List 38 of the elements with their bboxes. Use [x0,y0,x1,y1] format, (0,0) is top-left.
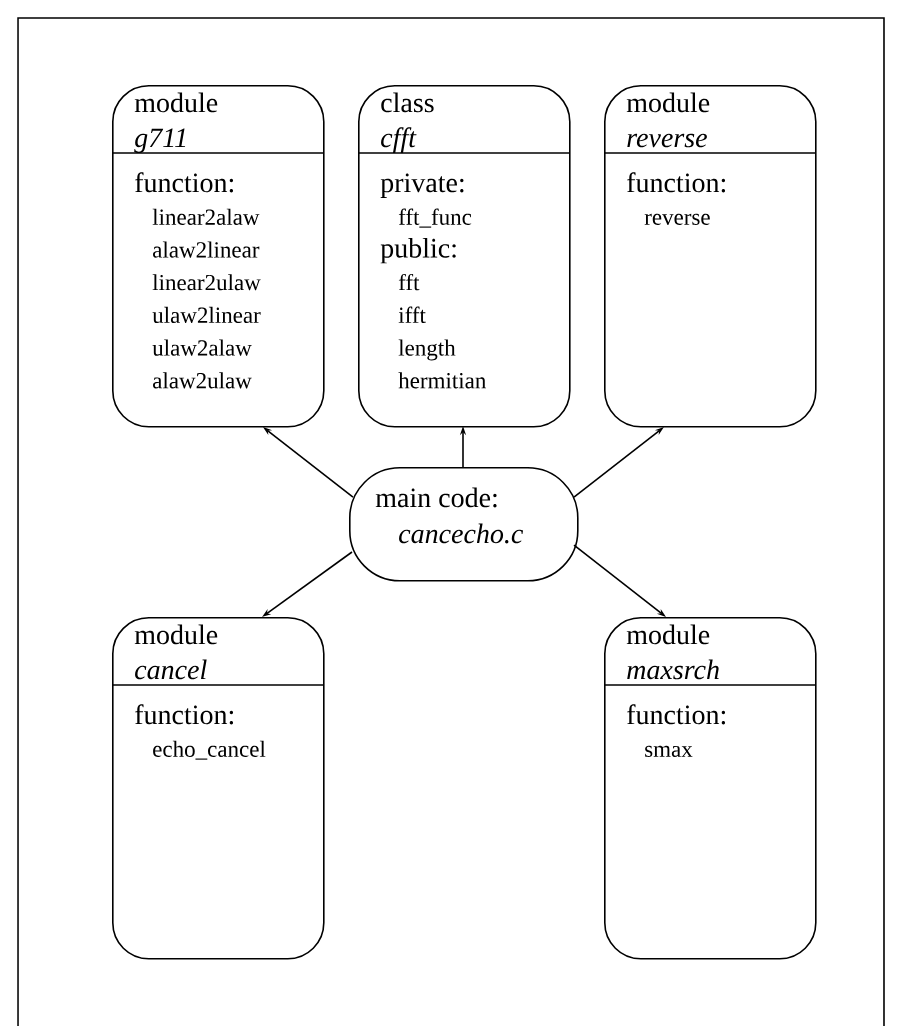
module-box [111,85,325,428]
function-name: alaw2ulaw [153,372,252,389]
function-name: linear2ulaw [152,274,261,291]
module-box [603,617,817,960]
main-code-text: cancecho.c [399,523,524,544]
heading-text: module [626,92,710,113]
function-name: reverse [644,213,710,225]
module-name: g711 [134,128,186,153]
function-name: fft_func [398,208,472,228]
section-label: function: [135,172,234,193]
function-name: echo_cancel [153,740,266,760]
module-box [357,85,571,428]
function-name: smax [645,745,693,757]
function-name: ulaw2linear [152,306,261,324]
main-code-text: main code: [375,487,497,508]
function-name: ulaw2alaw [152,339,252,356]
section-label: public: [380,238,456,264]
heading-text: module [134,624,218,645]
module-box [603,85,817,428]
heading-text: module [626,624,710,645]
section-label: function: [135,704,234,725]
module-name: maxsrch [627,659,719,680]
section-label: function: [627,704,726,725]
heading-text: class [381,92,434,113]
function-name: alaw2linear [153,241,260,258]
function-name: linear2alaw [152,208,260,225]
section-label: function: [627,172,726,193]
section-label: private: [380,173,464,198]
module-name: reverse [627,133,707,148]
function-name: fft [398,273,420,291]
heading-text: module [134,92,218,113]
main-code-box [349,467,579,582]
function-name: hermitian [398,372,486,389]
module-name: cfft [381,127,417,153]
function-name: ifft [398,306,426,324]
module-name: cancel [135,659,207,680]
function-name: length [398,339,456,361]
module-box [111,617,325,960]
